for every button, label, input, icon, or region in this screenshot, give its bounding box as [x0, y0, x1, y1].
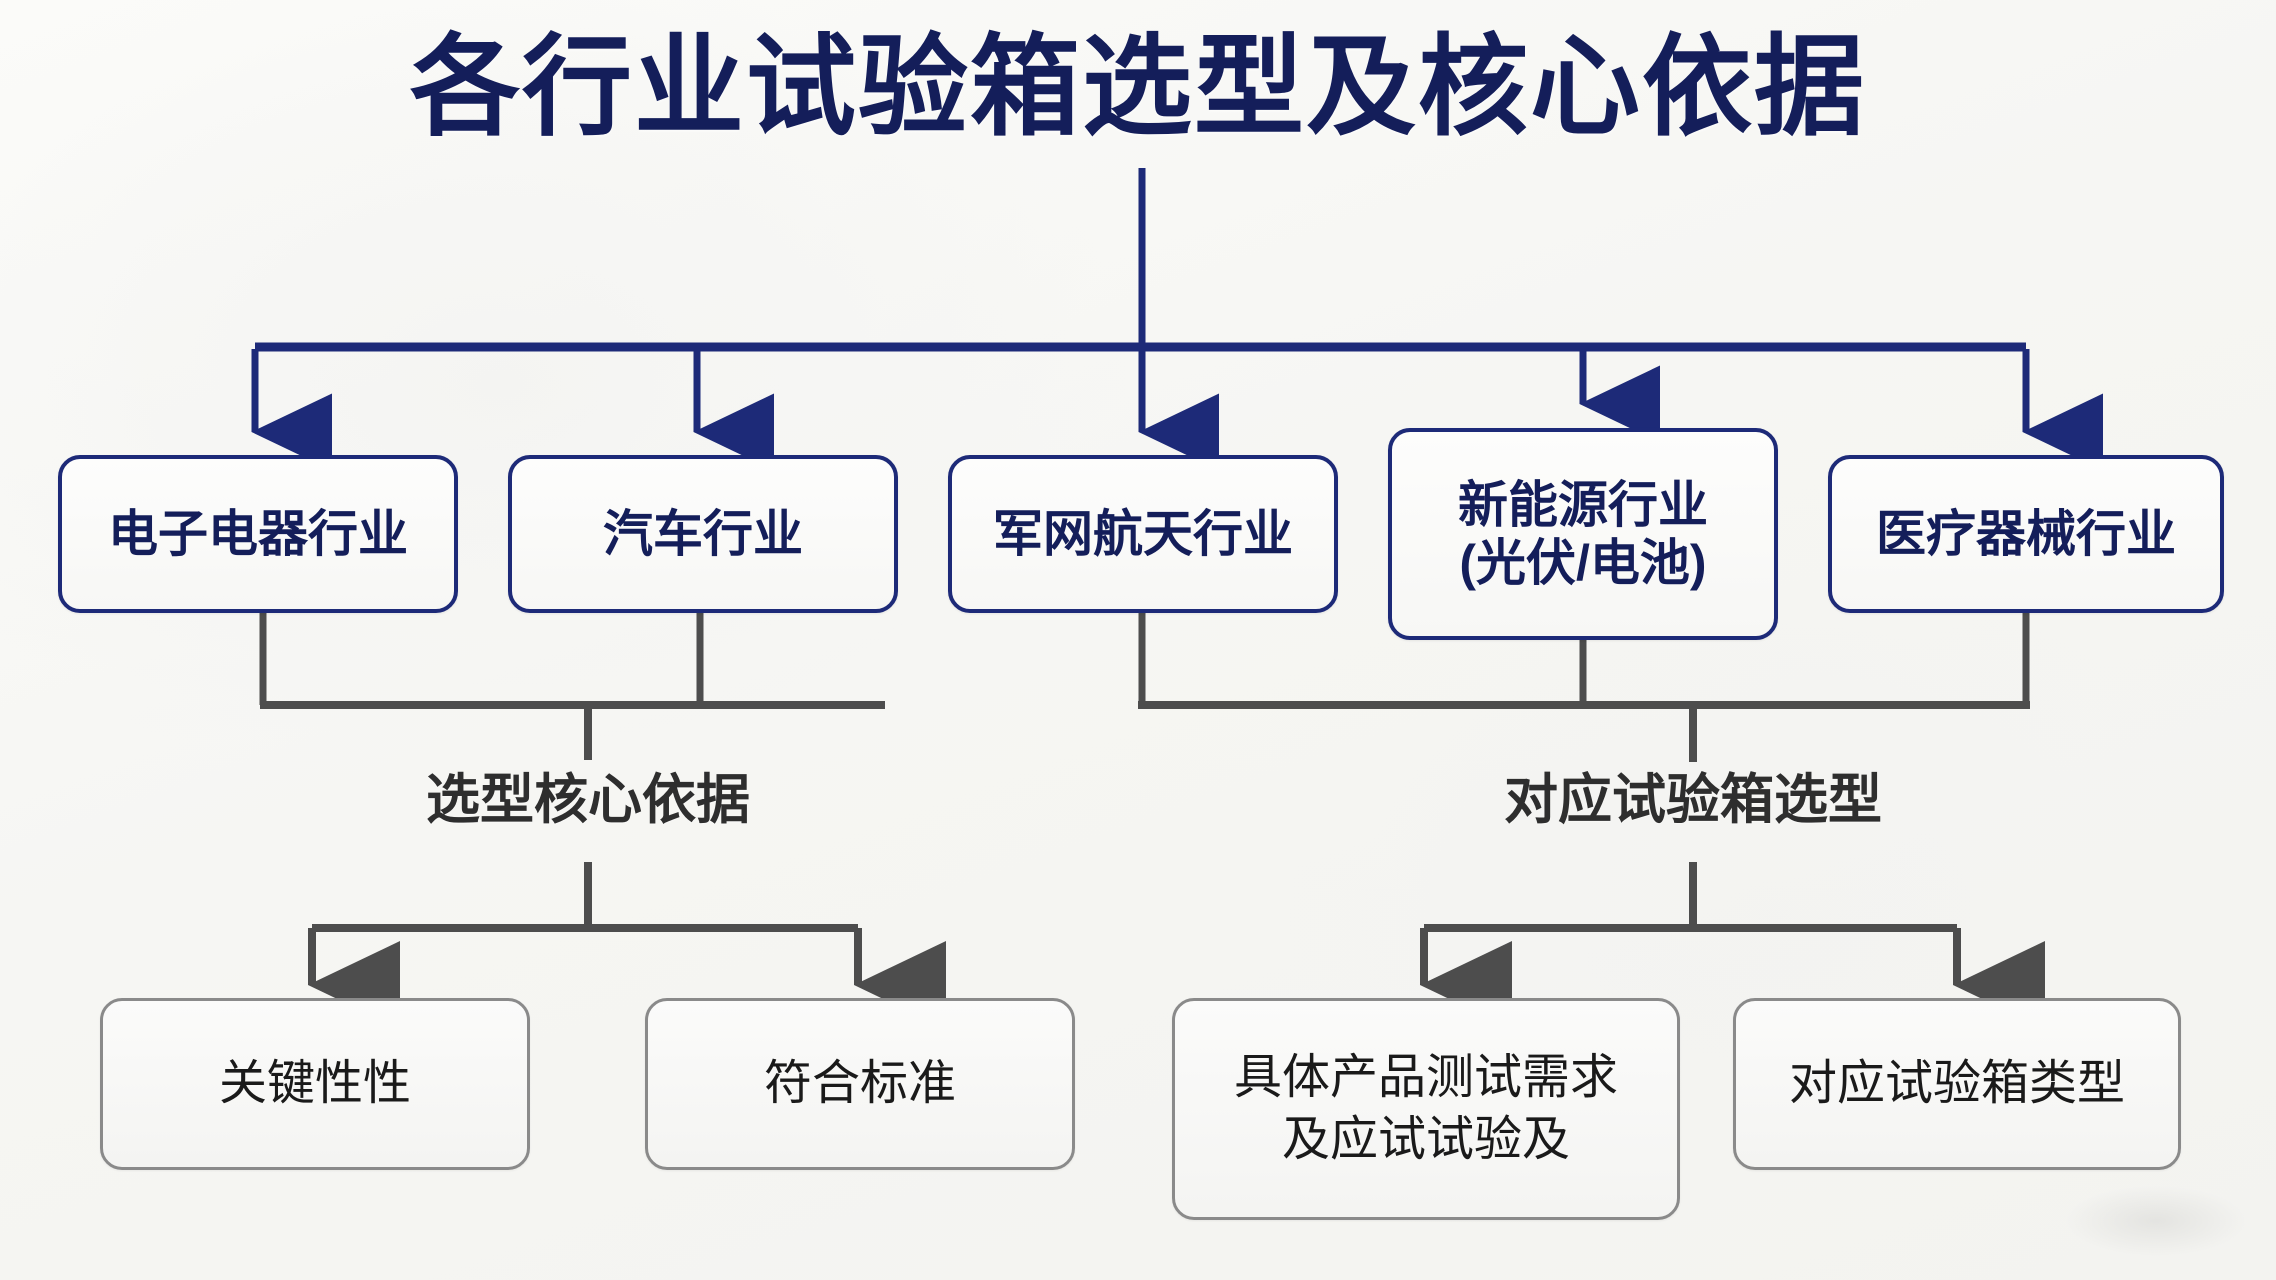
group-label-text: 选型核心依据 [426, 770, 750, 830]
industry-box-new-energy[interactable]: 新能源行业 (光伏/电池) [1388, 428, 1778, 640]
leaf-box-label: 符合标准 [763, 1057, 956, 1110]
industry-box-label: 电子电器行业 [108, 506, 408, 562]
left-leaf-connector [308, 862, 946, 1029]
leaf-box-key-properties[interactable]: 关键性性 [100, 998, 530, 1170]
industry-box-military-aerospace[interactable]: 军网航天行业 [948, 455, 1338, 613]
leaf-box-meets-standards[interactable]: 符合标准 [645, 998, 1075, 1170]
industry-box-label: 汽车行业 [603, 506, 803, 562]
leaf-box-product-test-requirements[interactable]: 具体产品测试需求 及应试试验及 [1172, 998, 1680, 1220]
industry-box-label: 军网航天行业 [993, 506, 1293, 562]
leaf-box-chamber-type[interactable]: 对应试验箱类型 [1733, 998, 2181, 1170]
industry-box-electronics[interactable]: 电子电器行业 [58, 455, 458, 613]
left-group-connector [259, 612, 885, 760]
leaf-box-label: 关键性性 [218, 1057, 411, 1110]
group-label-chamber-selection: 对应试验箱选型 [1393, 770, 1993, 830]
group-label-text: 对应试验箱选型 [1504, 770, 1882, 830]
right-leaf-connector [1420, 862, 2045, 1029]
background-smudge [2066, 1186, 2246, 1256]
industry-box-label: 医疗器械行业 [1876, 506, 2176, 562]
industry-box-label: 新能源行业 (光伏/电池) [1458, 477, 1708, 591]
leaf-box-label: 对应试验箱类型 [1788, 1057, 2125, 1110]
industry-box-automotive[interactable]: 汽车行业 [508, 455, 898, 613]
industry-box-medical-devices[interactable]: 医疗器械行业 [1828, 455, 2224, 613]
industry-drop-connectors [251, 349, 2103, 471]
group-label-selection-basis: 选型核心依据 [288, 770, 888, 830]
leaf-box-label: 具体产品测试需求 及应试试验及 [1233, 1051, 1618, 1166]
page-title: 各行业试验箱选型及核心依据 [410, 26, 1866, 149]
